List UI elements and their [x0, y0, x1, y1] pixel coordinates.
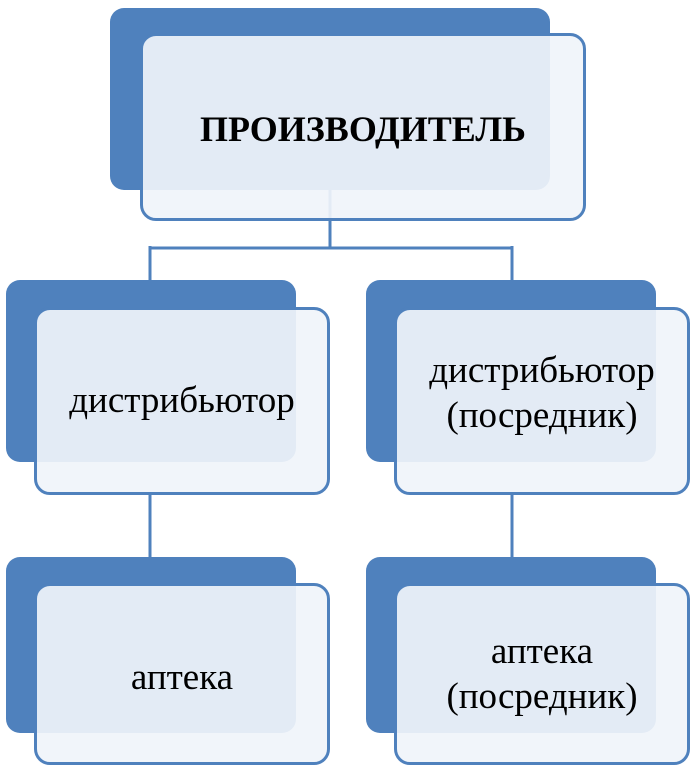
- right-bottom-node-label: аптека (посредник): [446, 630, 638, 717]
- left-bottom-node-pharmacy: аптека: [34, 583, 330, 765]
- root-node-producer: ПРОИЗВОДИТЕЛЬ: [140, 33, 586, 221]
- left-bottom-node-label: аптека: [130, 657, 234, 699]
- right-bottom-node-pharmacy-intermediary: аптека (посредник): [394, 583, 690, 765]
- left-mid-node-label: дистрибьютор: [69, 380, 295, 422]
- right-mid-node-label: дистрибьютор (посредник): [429, 349, 655, 436]
- right-mid-node-distributor-intermediary: дистрибьютор (посредник): [394, 307, 690, 495]
- root-node-label: ПРОИЗВОДИТЕЛЬ: [200, 109, 526, 150]
- left-mid-node-distributor: дистрибьютор: [34, 307, 330, 495]
